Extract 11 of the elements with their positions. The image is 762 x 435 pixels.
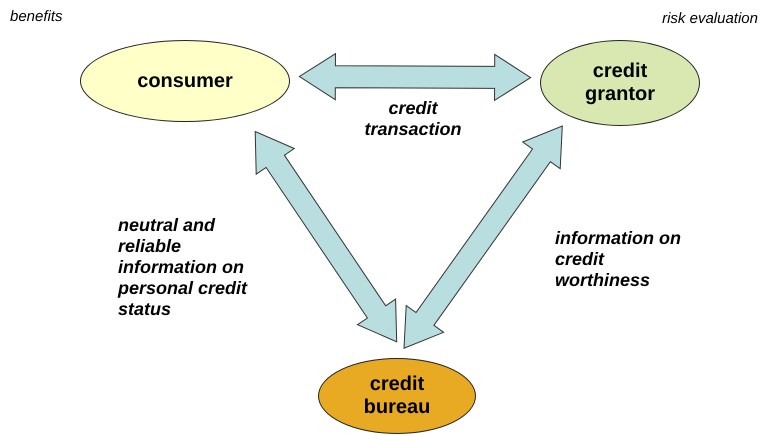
edge-label: credit transaction	[363, 98, 463, 140]
annotation-text: benefits	[10, 8, 63, 25]
edge-label: neutral and reliable information on personal credit status	[118, 215, 248, 320]
node-label: consumer	[137, 70, 233, 92]
node-label: credit bureau	[362, 373, 432, 419]
block-arrow	[254, 130, 398, 343]
node-label: credit grantor	[584, 60, 656, 106]
edge-label: information on credit worthiness	[555, 228, 682, 291]
block-arrow	[298, 52, 532, 102]
annotation-text: risk evaluation	[662, 10, 758, 27]
block-arrow	[403, 125, 563, 349]
